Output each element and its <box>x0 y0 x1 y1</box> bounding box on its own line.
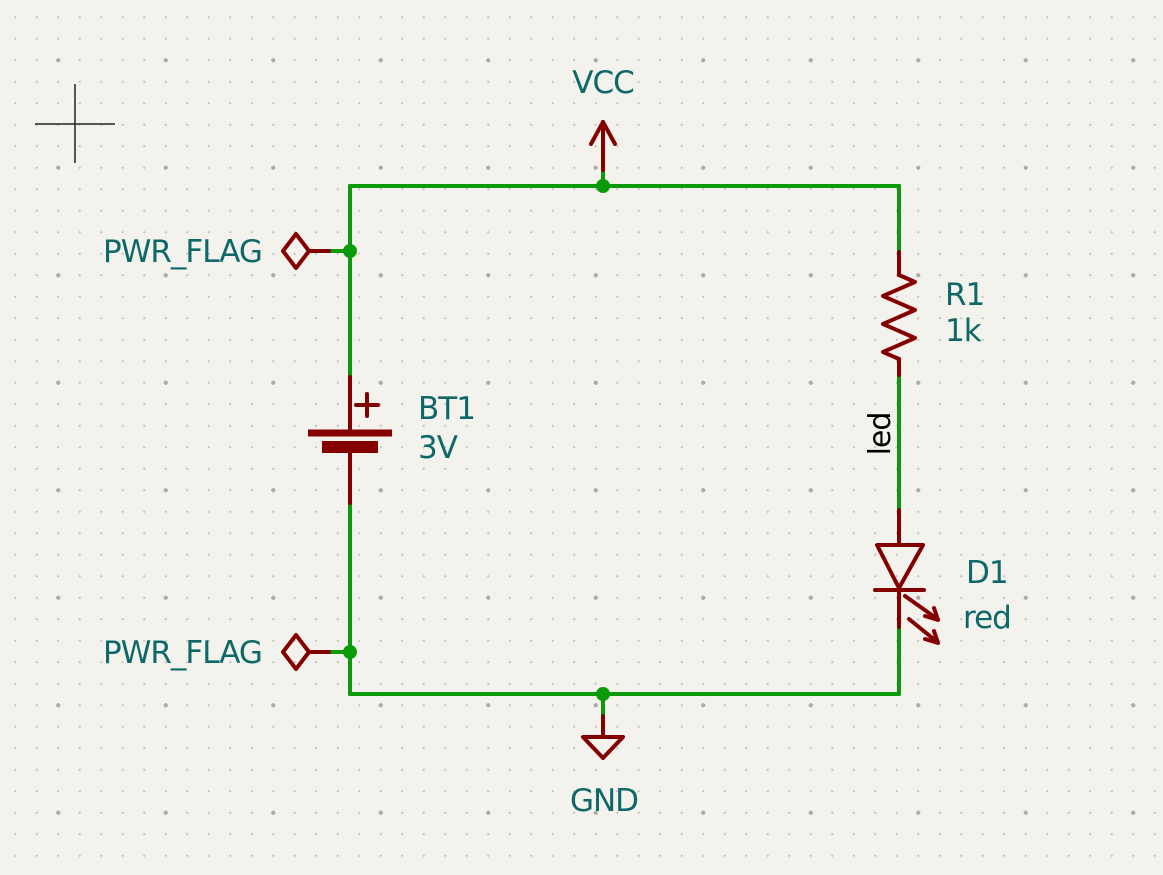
vcc-label[interactable]: VCC <box>572 65 635 101</box>
led-symbol[interactable]: D1 red <box>873 508 1012 645</box>
resistor-reference-label[interactable]: R1 <box>945 277 985 313</box>
pwr-flag-diamond-icon <box>281 633 311 671</box>
led-triangle-icon <box>875 543 925 590</box>
pwr-flag-symbol-top[interactable]: PWR_FLAG <box>103 232 331 270</box>
battery-value-label[interactable]: 3V <box>418 430 459 466</box>
battery-reference-label[interactable]: BT1 <box>418 391 476 427</box>
led-value-label[interactable]: red <box>963 600 1012 636</box>
gnd-triangle-icon <box>581 735 625 760</box>
led-reference-label[interactable]: D1 <box>966 555 1009 591</box>
resistor-value-label[interactable]: 1k <box>945 313 983 349</box>
pwr-flag-label[interactable]: PWR_FLAG <box>103 234 263 270</box>
junctions <box>343 179 610 701</box>
led-emission-arrows-icon <box>903 594 940 645</box>
pwr-flag-diamond-icon <box>281 232 311 270</box>
cursor-crosshair <box>35 84 115 163</box>
gnd-power-symbol[interactable]: GND <box>570 714 639 819</box>
junction-dot[interactable] <box>343 244 357 258</box>
pwr-flag-label[interactable]: PWR_FLAG <box>103 635 263 671</box>
battery-plus-sign-icon <box>354 392 380 418</box>
net-label-led[interactable]: led <box>863 413 898 456</box>
battery-symbol[interactable]: BT1 3V <box>308 375 476 505</box>
junction-dot[interactable] <box>596 179 610 193</box>
vcc-power-symbol[interactable]: VCC <box>572 65 635 172</box>
junction-dot[interactable] <box>596 687 610 701</box>
gnd-label[interactable]: GND <box>570 783 639 819</box>
wires <box>326 168 901 718</box>
junction-dot[interactable] <box>343 645 357 659</box>
pwr-flag-symbol-bottom[interactable]: PWR_FLAG <box>103 633 331 671</box>
vcc-arrow-icon <box>589 120 617 146</box>
resistor-zigzag-icon <box>881 273 917 361</box>
resistor-symbol[interactable]: R1 1k <box>881 250 985 377</box>
